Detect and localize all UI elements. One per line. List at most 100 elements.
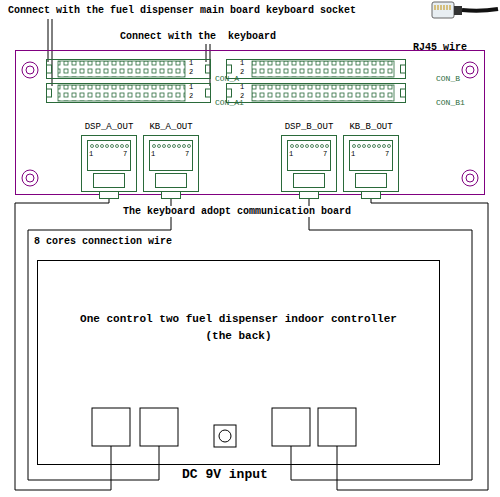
jack-pin bbox=[383, 145, 386, 148]
jack-pin bbox=[153, 145, 156, 148]
jack-outline bbox=[141, 123, 201, 199]
rect-shape bbox=[356, 174, 387, 188]
rect-shape bbox=[58, 85, 185, 101]
pin-number: 1 bbox=[351, 151, 355, 159]
jack-label: KB_B_OUT bbox=[341, 123, 401, 133]
pin-number: 1 bbox=[189, 60, 193, 68]
rect-shape bbox=[82, 136, 137, 192]
pin-number: 7 bbox=[385, 151, 389, 159]
rect-shape bbox=[344, 136, 399, 192]
pin-number: 7 bbox=[323, 151, 327, 159]
callout-label: 8 cores connection wire bbox=[34, 236, 172, 247]
rect-shape bbox=[252, 61, 394, 77]
rect-shape bbox=[282, 136, 337, 192]
rect-shape bbox=[47, 89, 52, 97]
pin-number: 2 bbox=[240, 69, 244, 77]
jack-label: DSP_A_OUT bbox=[79, 123, 139, 133]
jack-pin bbox=[306, 145, 309, 148]
jack-pin bbox=[316, 145, 319, 148]
jack-label: KB_A_OUT bbox=[141, 123, 201, 133]
rect-shape bbox=[401, 65, 406, 73]
rect-shape bbox=[252, 85, 394, 101]
connector: 12CON_B bbox=[226, 59, 406, 79]
rect-shape bbox=[401, 89, 406, 97]
callout-label: Connect with the fuel dispenser main boa… bbox=[8, 5, 356, 16]
rj45-cable bbox=[432, 2, 498, 18]
rect-shape bbox=[144, 136, 199, 192]
rect-shape bbox=[294, 174, 325, 188]
pin-number: 1 bbox=[189, 84, 193, 92]
rect-shape bbox=[227, 89, 232, 97]
jack-pin bbox=[121, 145, 124, 148]
pin-number: 2 bbox=[240, 93, 244, 101]
pin-number: 1 bbox=[289, 151, 293, 159]
jack-pin bbox=[168, 145, 171, 148]
connector: 12CON_B1 bbox=[226, 83, 406, 103]
rect-shape bbox=[58, 61, 185, 77]
leader-lines bbox=[48, 19, 210, 86]
rect-shape bbox=[156, 174, 187, 188]
jack-outline bbox=[341, 123, 401, 199]
jack-pin bbox=[301, 145, 304, 148]
jack-pin bbox=[321, 145, 324, 148]
jack-pin bbox=[311, 145, 314, 148]
rect-shape bbox=[206, 65, 211, 73]
jack-pin bbox=[126, 145, 129, 148]
connector-label: CON_B bbox=[436, 75, 460, 84]
jack-pin bbox=[173, 145, 176, 148]
rect-shape bbox=[206, 89, 211, 97]
jack-pin bbox=[163, 145, 166, 148]
jack-pin bbox=[291, 145, 294, 148]
socket-wire-stubs bbox=[111, 446, 337, 465]
connector-outline bbox=[46, 59, 211, 79]
rect-shape bbox=[88, 141, 131, 171]
jack-pin bbox=[353, 145, 356, 148]
jack-pin bbox=[96, 145, 99, 148]
jack-label: DSP_B_OUT bbox=[279, 123, 339, 133]
jack-pin bbox=[116, 145, 119, 148]
rj45-jack: KB_A_OUT17 bbox=[141, 123, 201, 199]
connector-outline bbox=[226, 59, 406, 79]
connector: 12CON_A1 bbox=[46, 83, 211, 103]
jack-pin bbox=[183, 145, 186, 148]
rect-shape bbox=[227, 65, 232, 73]
rj45-jack: KB_B_OUT 1 7 bbox=[341, 123, 401, 199]
jack-pin bbox=[388, 145, 391, 148]
rect-shape bbox=[350, 141, 393, 171]
jack-pin bbox=[178, 145, 181, 148]
rect-shape bbox=[100, 192, 119, 199]
jack-pin bbox=[378, 145, 381, 148]
controller-subtitle: (the back) bbox=[38, 330, 439, 342]
pin-number: 7 bbox=[123, 151, 127, 159]
rect-shape bbox=[162, 192, 181, 199]
rect-shape bbox=[227, 60, 406, 79]
rect-shape bbox=[288, 141, 331, 171]
jack-pin bbox=[296, 145, 299, 148]
rect-shape bbox=[47, 65, 52, 73]
connector-outline bbox=[226, 83, 406, 103]
pin-number: 1 bbox=[89, 151, 93, 159]
pin-number: 2 bbox=[189, 69, 193, 77]
rect-shape bbox=[47, 60, 211, 79]
jack-outline bbox=[79, 123, 139, 199]
pin-number: 1 bbox=[240, 60, 244, 68]
jack-pin bbox=[363, 145, 366, 148]
rect-shape bbox=[47, 84, 211, 103]
adapter-board: The keyboard adopt communication board12… bbox=[15, 50, 485, 195]
rect-shape bbox=[94, 174, 125, 188]
pin-number: 7 bbox=[185, 151, 189, 159]
controller-sockets bbox=[92, 408, 356, 447]
jack-pin bbox=[101, 145, 104, 148]
connector-outline bbox=[46, 83, 211, 103]
jack-pin bbox=[373, 145, 376, 148]
jack-pin bbox=[158, 145, 161, 148]
rect-shape bbox=[227, 84, 406, 103]
controller-box: One control two fuel dispenser indoor co… bbox=[37, 260, 440, 465]
callout-label: RJ45 wire bbox=[413, 42, 467, 53]
pin-number: 1 bbox=[240, 84, 244, 92]
callout-label: Connect with the keyboard bbox=[120, 31, 276, 42]
jack-pin bbox=[188, 145, 191, 148]
connector-label: CON_A1 bbox=[215, 99, 244, 108]
